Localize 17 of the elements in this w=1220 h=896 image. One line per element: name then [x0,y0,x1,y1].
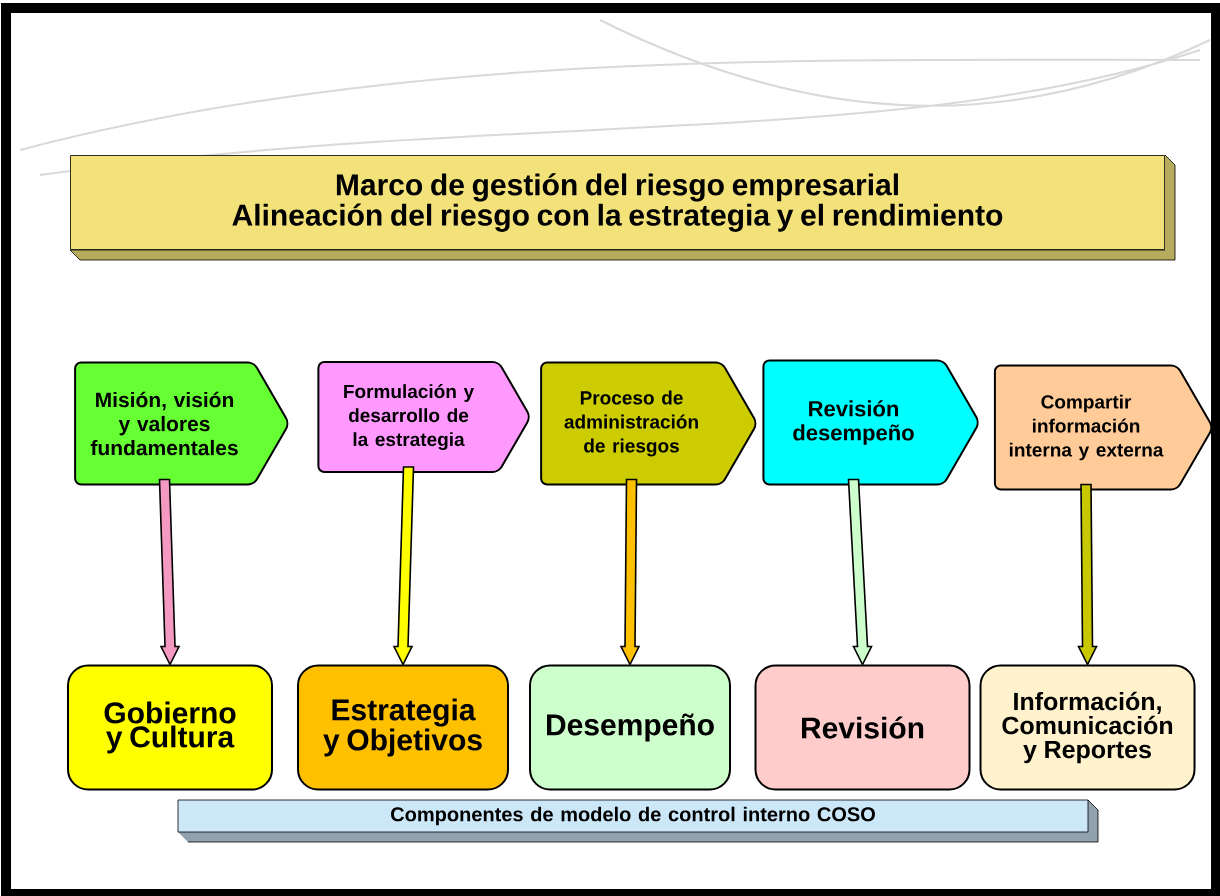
block-arrow [847,478,873,667]
block-arrow [619,478,641,667]
arrow-sign: Misión, visión y valores fundamentales [74,361,289,486]
arrow-sign: Proceso de administración de riesgos [540,361,757,486]
component-box: Revisión [754,664,971,791]
component-box: Gobierno y Cultura [67,664,273,791]
component-box: Estrategia y Objetivos [297,664,509,791]
block-arrow [1077,483,1098,667]
arrow-sign: Formulación y desarrollo de la estrategia [317,361,530,473]
caption-banner: Componentes de modelo de control interno COSO [177,799,1099,843]
arrow-sign: Revisión desempeño [762,359,979,486]
component-box: Información, Comunicación y Reportes [979,664,1196,791]
block-arrow [392,466,415,667]
block-arrow [158,478,181,667]
arrow-sign: Compartir información interna y externa [993,364,1213,491]
component-box: Desempeño [529,664,731,791]
title-banner: Marco de gestión del riesgo empresarial Alineación del riesgo con la estrategia y el rendimiento [69,154,1176,261]
